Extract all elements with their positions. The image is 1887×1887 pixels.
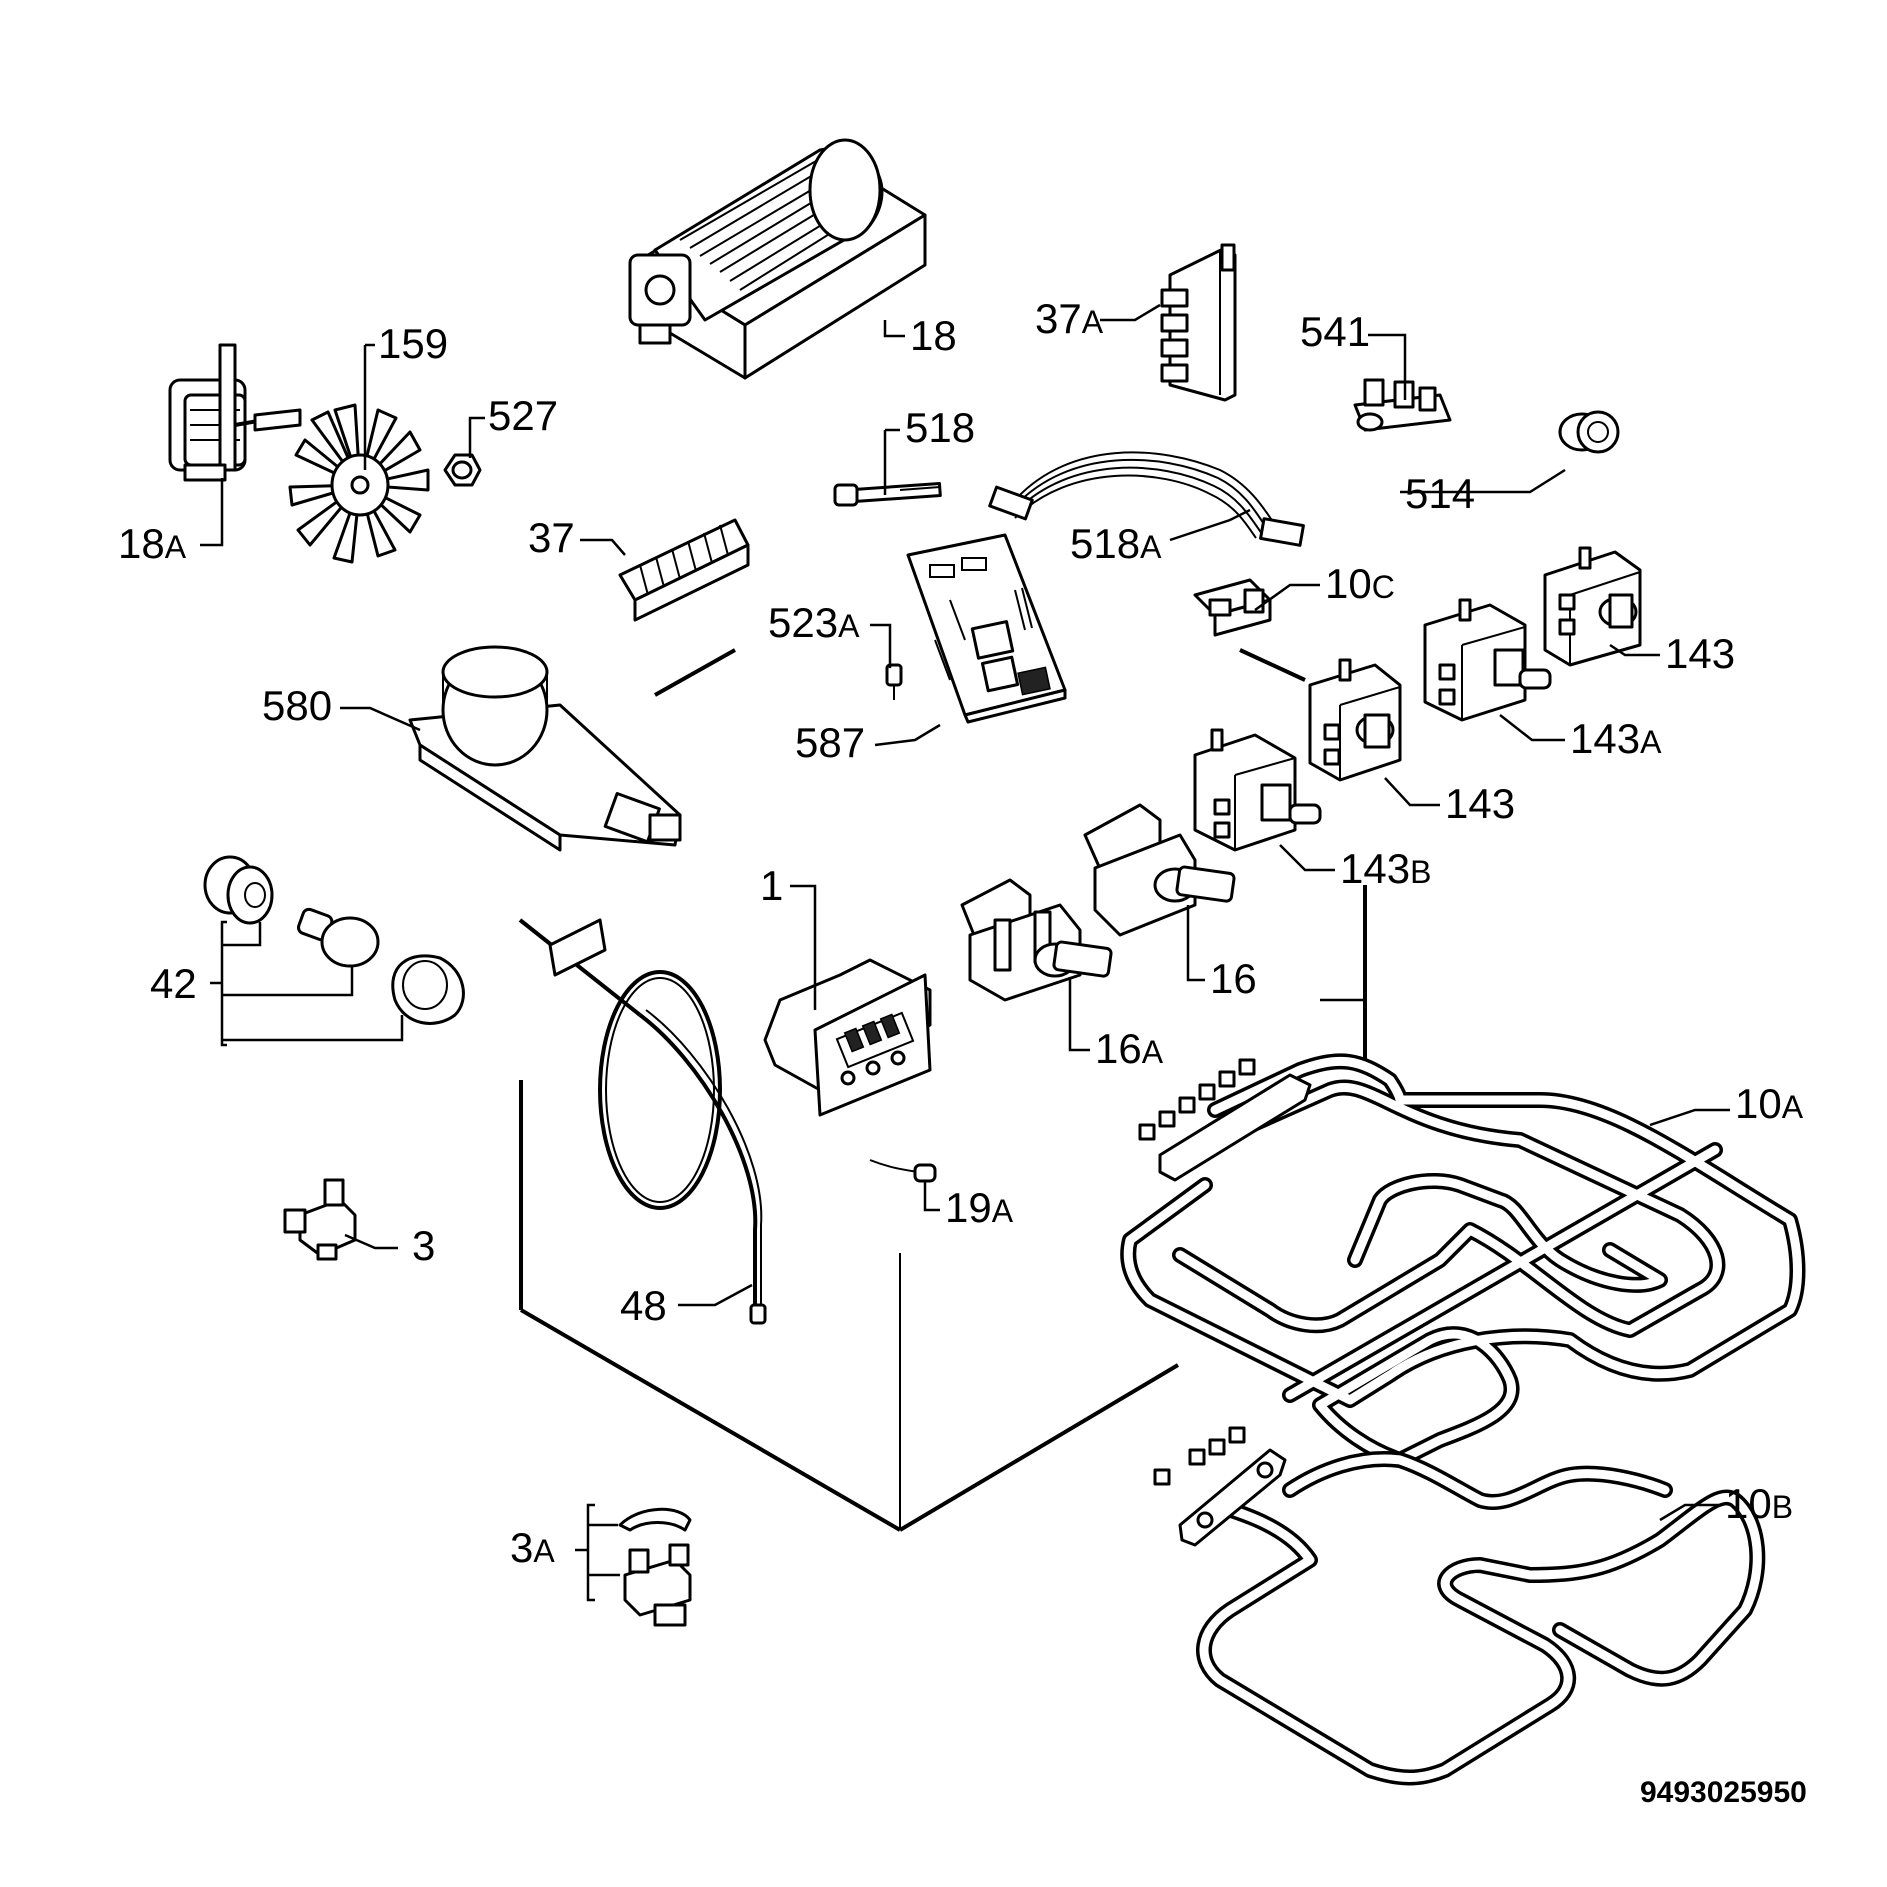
label-1: 1 [760, 862, 783, 909]
label-42: 42 [150, 960, 197, 1007]
part-18-tangential-fan [628, 138, 927, 380]
part-37A-connector-strip [1160, 243, 1237, 402]
part-3-thermostat [283, 1178, 357, 1261]
document-number: 9493025950 [1640, 1776, 1807, 1809]
part-143-switch-top [1543, 546, 1642, 667]
label-159: 159 [378, 320, 448, 367]
part-3A-thermal-switch [618, 1507, 692, 1627]
label-37A: 37A [1035, 295, 1104, 342]
label-3A: 3A [510, 1524, 555, 1571]
label-16A: 16A [1095, 1025, 1164, 1072]
leader-lines [200, 303, 1730, 1602]
part-42-lamp-assembly [203, 855, 465, 1025]
label-19A: 19A [945, 1184, 1014, 1231]
part-587-control-board [906, 533, 1067, 724]
part-527-nut [443, 453, 482, 487]
part-19A-indicator [869, 1159, 937, 1183]
label-143B: 143B [1340, 845, 1431, 892]
part-159-impeller [288, 403, 430, 564]
part-143-switch-mid [1308, 658, 1402, 782]
part-16-selector-switch [1083, 803, 1236, 937]
label-143-top: 143 [1665, 630, 1735, 677]
label-10C: 10C [1325, 560, 1395, 607]
label-18: 18 [910, 312, 957, 359]
label-518A: 518A [1070, 520, 1162, 567]
label-523A: 523A [768, 599, 860, 646]
label-10A: 10A [1735, 1080, 1804, 1127]
part-143B-switch [1193, 728, 1322, 852]
part-10B-heating-element [1153, 1426, 1766, 1786]
part-18A-fan-motor [168, 343, 302, 482]
part-523A-component [885, 663, 903, 700]
label-514: 514 [1405, 470, 1475, 517]
part-37-terminal-block [618, 518, 750, 622]
part-16A-selector-switch [960, 878, 1113, 1002]
part-518A-wiring-harness [988, 451, 1305, 547]
label-143A: 143A [1570, 715, 1662, 762]
oven-cavity-outline [519, 648, 1367, 1532]
label-143-mid: 143 [1445, 780, 1515, 827]
label-580: 580 [262, 682, 332, 729]
part-48-capillary-probe [518, 918, 767, 1325]
label-541: 541 [1300, 308, 1370, 355]
part-580-lock-assembly [408, 645, 682, 852]
label-587: 587 [795, 719, 865, 766]
label-16: 16 [1210, 955, 1257, 1002]
callout-labels: 18 159 527 18A 37A 541 518 514 37 518A 1… [118, 295, 1804, 1571]
part-541-switch [1353, 378, 1452, 432]
label-10B: 10B [1725, 1480, 1793, 1527]
part-518-sensor [833, 482, 942, 507]
label-518: 518 [905, 404, 975, 451]
label-18A: 18A [118, 520, 187, 567]
label-48: 48 [620, 1282, 667, 1329]
part-10A-heating-element [1120, 1053, 1806, 1468]
label-527: 527 [488, 392, 558, 439]
label-37: 37 [528, 514, 575, 561]
part-514-grommet [1558, 410, 1620, 454]
part-1-timer-display [763, 958, 932, 1117]
part-143A-switch [1423, 598, 1552, 722]
label-3: 3 [412, 1222, 435, 1269]
